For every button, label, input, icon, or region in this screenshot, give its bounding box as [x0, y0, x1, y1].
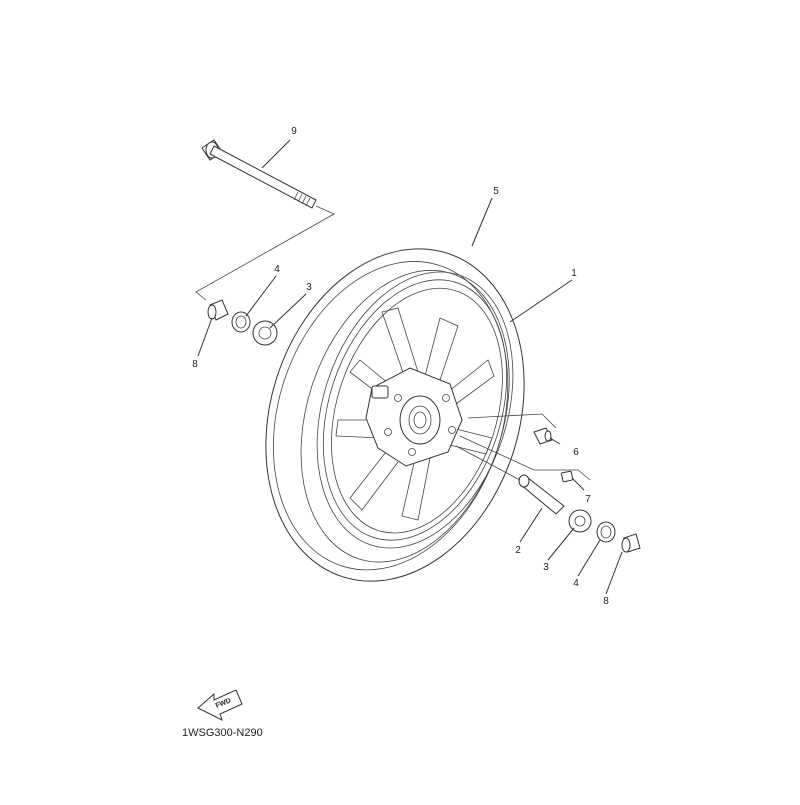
bearing-right	[568, 509, 592, 533]
part-code: 1WSG300-N290	[182, 727, 263, 739]
callout-oil-seal-right: 4	[573, 578, 579, 589]
callout-bearing-right: 3	[543, 562, 549, 573]
callout-oil-seal-left: 4	[274, 264, 280, 275]
wheel-rim	[316, 271, 514, 549]
callout-tire: 5	[493, 186, 499, 197]
callout-wheel: 1	[571, 268, 577, 279]
axle-shaft	[201, 139, 317, 209]
callout-axle-collar: 2	[515, 545, 521, 556]
callout-axle-shaft: 9	[291, 126, 297, 137]
axle-collar	[518, 474, 565, 515]
callout-valve: 6	[573, 447, 579, 458]
wheel-hub	[365, 367, 463, 467]
oil-seal-left	[231, 311, 251, 333]
fwd-arrow-icon: FWD	[197, 689, 243, 721]
valve-cap	[560, 470, 574, 483]
collar-left	[207, 299, 229, 321]
wheel-spokes	[335, 307, 495, 521]
callout-collar-right: 8	[603, 596, 609, 607]
callout-bearing-left: 3	[306, 282, 312, 293]
valve	[533, 427, 553, 445]
callout-valve-cap: 7	[585, 494, 591, 505]
collar-right	[621, 533, 641, 553]
axle-alignment-lines	[195, 205, 335, 301]
callout-collar-left: 8	[192, 359, 198, 370]
oil-seal-right	[596, 521, 616, 543]
leader-lines	[197, 139, 623, 595]
valve-alignment-lines	[455, 413, 591, 481]
callouts: 9 5 1 4 3 8 6 7 2 3 4 8	[192, 126, 609, 607]
